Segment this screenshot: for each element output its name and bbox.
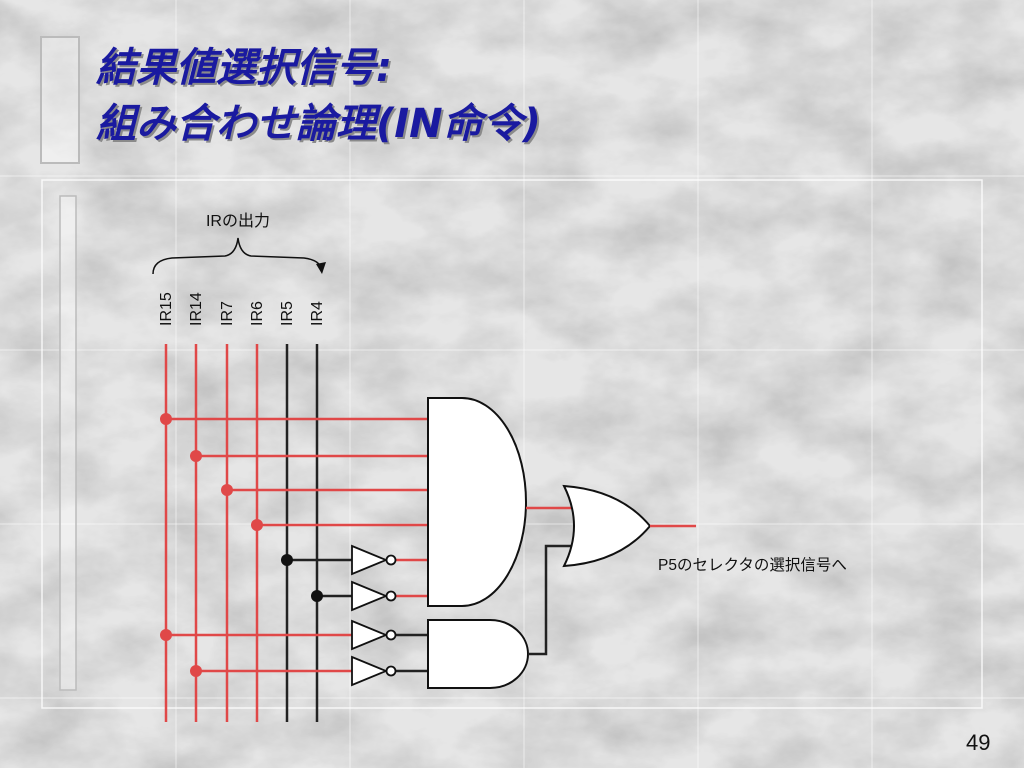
output-label: P5のセレクタの選択信号へ [658,556,847,574]
input-label-ir5: IR5 [279,301,296,326]
diagram-frame [41,179,983,709]
input-label-ir15: IR15 [158,292,175,326]
junction-dot [160,629,172,641]
not-gate [351,544,397,576]
not-gate [351,619,397,651]
junction-dots [160,413,323,677]
junction-dot [190,665,202,677]
junction-dot [281,554,293,566]
page-number: 49 [966,730,991,755]
not-gates [351,544,397,687]
junction-dot [221,484,233,496]
slide-title-line1: 結果値選択信号: [96,45,392,91]
input-label-ir7: IR7 [219,301,236,326]
not-gate [351,580,397,612]
junction-dot [190,450,202,462]
bus-brace [152,237,323,275]
input-label-ir6: IR6 [249,301,266,326]
slide-title-line2: 組み合わせ論理(IN命令) [96,101,541,147]
wire-and2-to-or [528,544,575,656]
bus-label: IRの出力 [206,212,270,230]
and1-input-wires [166,417,428,598]
title-accent-bar [40,36,80,164]
input-label-ir14: IR14 [188,292,205,326]
slide-title: 結果値選択信号: 組み合わせ論理(IN命令) [96,40,541,152]
input-labels: IR15 IR14 IR7 IR6 IR5 IR4 [158,292,326,326]
input-wires [164,344,319,722]
not-gate [351,655,397,687]
and-gate-2-input [427,619,529,689]
input-label-ir4: IR4 [309,301,326,326]
and2-input-wires [166,633,428,673]
junction-dot [311,590,323,602]
junction-dot [160,413,172,425]
and-gate-6-input [427,397,527,607]
diagram-side-bar [59,195,77,691]
bus-brace-arrowhead [316,262,326,274]
or-gate [562,484,652,568]
junction-dot [251,519,263,531]
